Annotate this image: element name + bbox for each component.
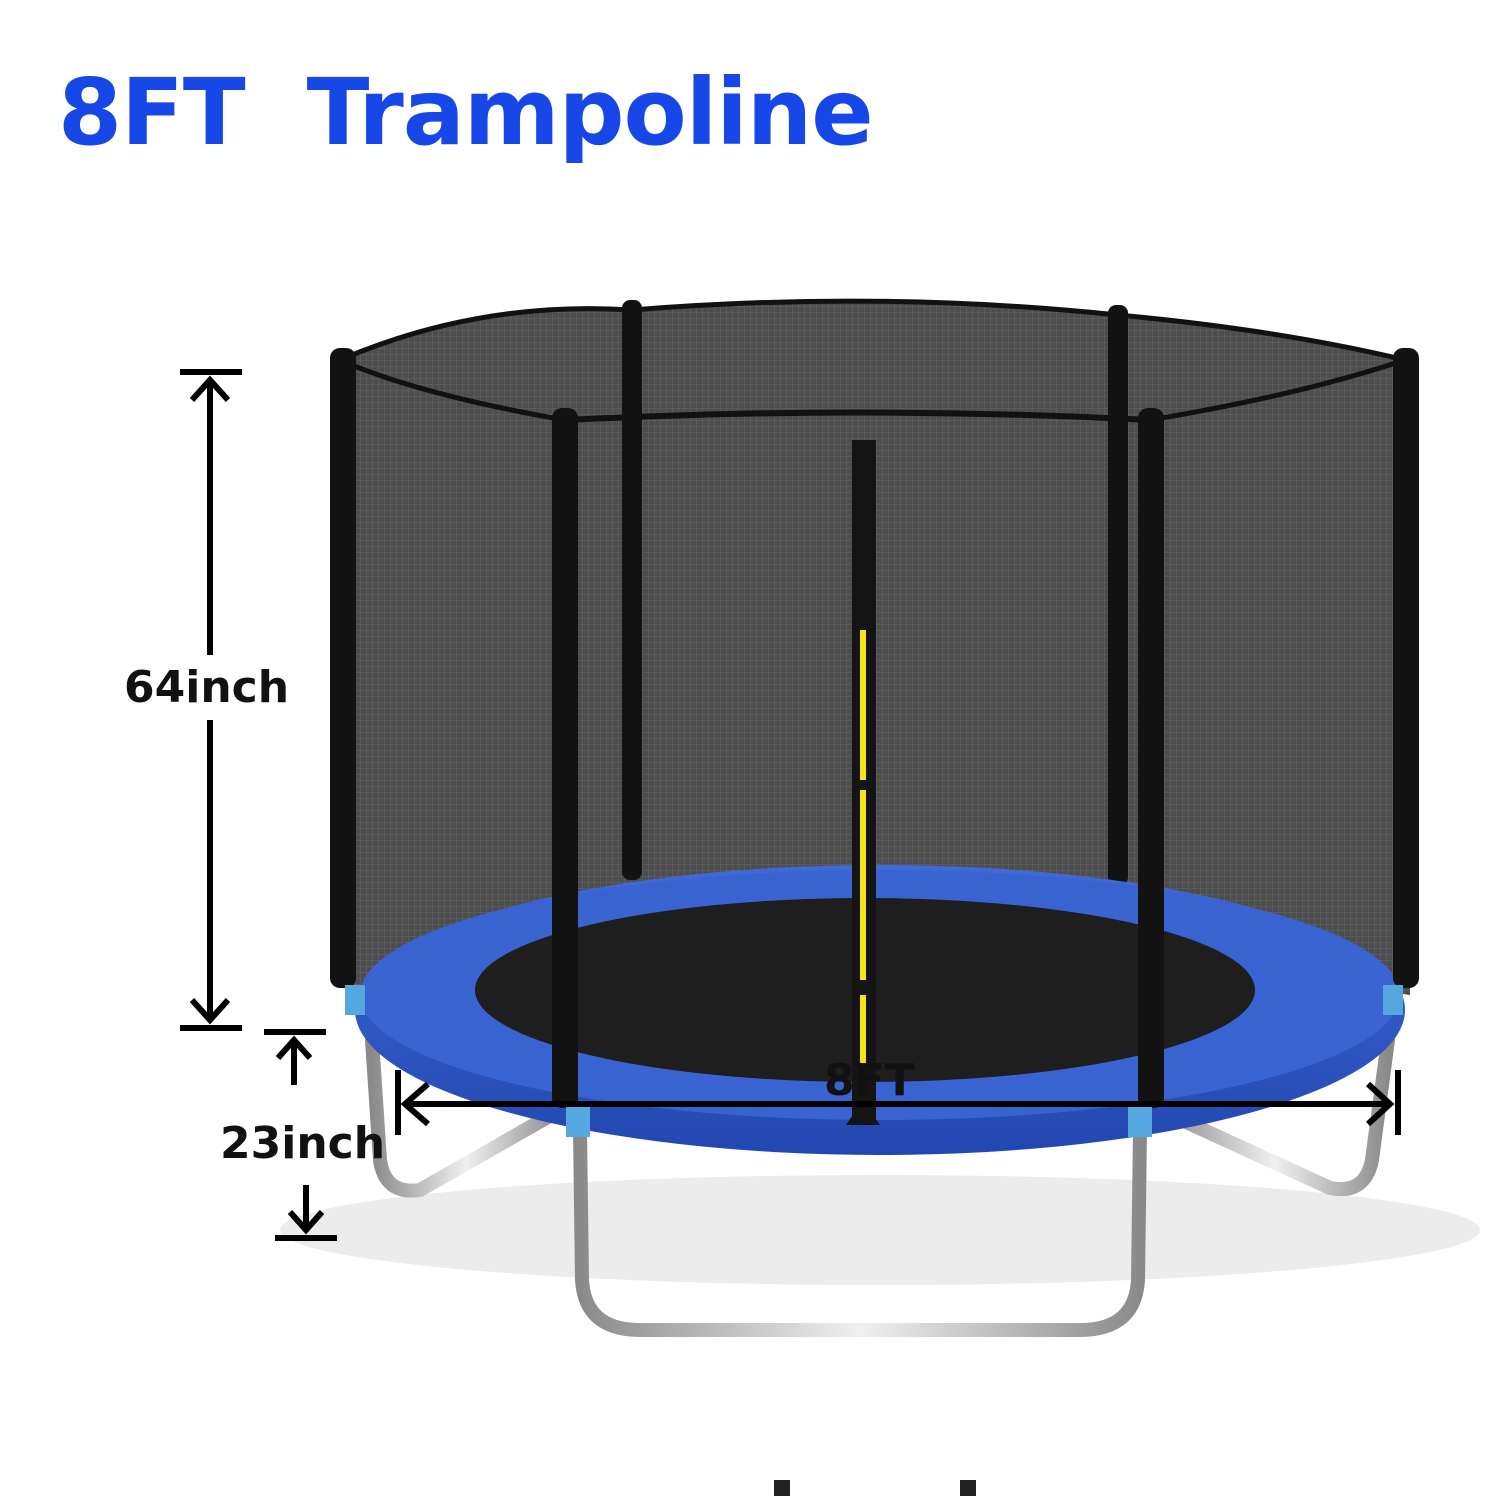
- height-label: 64inch: [124, 662, 290, 713]
- net-left-swag: [338, 357, 566, 423]
- page-title: 8FT Trampoline: [58, 59, 874, 166]
- frame-height-dimension: [264, 1029, 337, 1241]
- net-right-swag: [1149, 357, 1406, 423]
- front-poles: [330, 348, 1419, 1137]
- height-dimension: [180, 369, 242, 1031]
- ladder: [774, 1145, 976, 1496]
- diameter-label: 8FT: [824, 1055, 915, 1106]
- back-poles: [622, 300, 1128, 885]
- frame-legs: [365, 1033, 1395, 1337]
- net-top-rim: [339, 298, 1406, 363]
- diameter-dimension: [395, 1070, 1401, 1135]
- entrance-zipper: [846, 440, 880, 1125]
- ground-shadow: [280, 1175, 1480, 1285]
- net-front-rim: [564, 409, 1151, 423]
- frame-height-label: 23inch: [220, 1118, 386, 1169]
